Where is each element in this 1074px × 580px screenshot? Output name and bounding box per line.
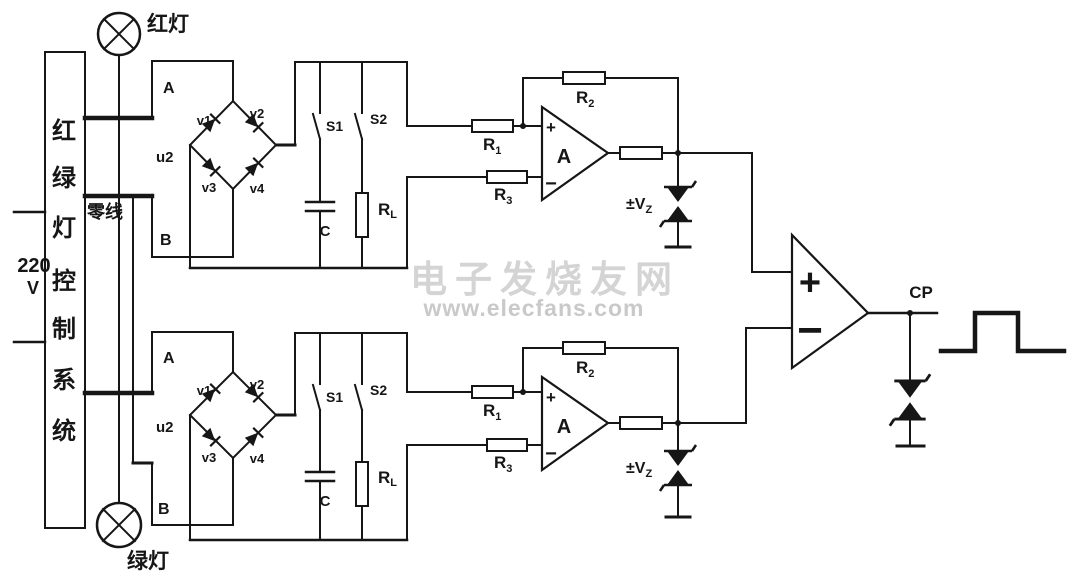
opamp-label: A <box>557 416 571 438</box>
opamp-minus-label: − <box>545 173 557 195</box>
resistor-r2-top: R2 <box>522 71 679 154</box>
switch-s2-bottom: S2 <box>353 332 387 463</box>
switch-s2-label: S2 <box>370 382 387 398</box>
diode-v1-label: v1 <box>197 113 211 128</box>
controller-label-char: 制 <box>52 316 76 343</box>
zener-label: ±VZ <box>626 460 652 480</box>
neutral-label: 零线 <box>86 201 123 222</box>
switch-s1-label: S1 <box>326 389 343 405</box>
resistor-r3-label: R3 <box>494 185 512 207</box>
resistor-r3-label: R3 <box>494 453 512 475</box>
opamp-plus-label: + <box>546 118 556 137</box>
watermark-site-name: 电子发烧友网 <box>410 259 680 300</box>
zener-top: ±VZ <box>626 152 698 249</box>
bridge-rectifier-bottom: v1 v2 v3 v4 u2 <box>156 370 278 466</box>
bridge-label: u2 <box>156 419 174 436</box>
resistor-r3-bottom: R3 <box>406 438 543 541</box>
mains-terminals: 220 V <box>12 210 51 344</box>
switch-s1-bottom: S1 <box>311 332 343 473</box>
zener-bottom: ±VZ <box>626 422 698 519</box>
controller-label-char: 灯 <box>52 215 76 242</box>
terminal-b-label: B <box>158 501 170 518</box>
wire-to-comparator-minus <box>745 327 793 424</box>
zener-label: ±VZ <box>626 196 652 216</box>
resistor-r2-label: R2 <box>576 358 594 380</box>
load-resistor-label: RL <box>378 200 397 221</box>
switch-s1-label: S1 <box>326 118 343 134</box>
comparator-plus-symbol: + <box>799 262 821 304</box>
terminal-b-label: B <box>160 232 172 249</box>
diode-v2-label: v2 <box>250 377 264 392</box>
capacitor-c-label: C <box>320 493 331 510</box>
opamp-bottom: + − A <box>540 374 610 473</box>
resistor-r1-top: R1 <box>406 61 543 157</box>
switch-s2-top: S2 <box>353 61 387 194</box>
resistor-r1-bottom: R1 <box>406 332 543 423</box>
zener-icon <box>658 179 698 229</box>
red-lamp-icon: 红灯 <box>96 11 189 57</box>
opamp-minus-label: − <box>545 443 557 465</box>
terminal-a-label: A <box>163 350 175 367</box>
channel-bottom: A B v1 v2 v3 v4 u2 S1 <box>82 327 793 542</box>
voltage-unit-label: V <box>27 278 39 298</box>
diode-v2-label: v2 <box>250 106 264 121</box>
resistor-r3-top: R3 <box>406 170 543 269</box>
bridge-label: u2 <box>156 149 174 166</box>
watermark-site-url: www.elecfans.com <box>423 295 645 321</box>
channel-top: A B v1 v2 v3 v4 u2 S1 <box>82 60 793 273</box>
output-resistor-top <box>607 146 753 160</box>
diode-v3-label: v3 <box>202 450 216 465</box>
controller-box-outline <box>44 51 86 529</box>
green-lamp-label: 绿灯 <box>127 549 169 573</box>
resistor-r1-label: R1 <box>483 135 501 157</box>
resistor-r2-bottom: R2 <box>522 341 679 424</box>
green-lamp-icon: 绿灯 <box>95 501 169 573</box>
diode-v3-label: v3 <box>202 180 216 195</box>
comparator-triangle <box>790 232 870 371</box>
opamp-label: A <box>557 146 571 168</box>
watermark: 电子发烧友网 www.elecfans.com <box>410 259 680 321</box>
terminal-a-label: A <box>163 80 175 97</box>
zener-icon <box>888 372 932 428</box>
diode-v4-label: v4 <box>250 451 265 466</box>
comparator: + − CP <box>790 232 939 448</box>
opamp-plus-label: + <box>546 388 556 407</box>
neutral-line: 零线 <box>82 193 155 464</box>
output-zener <box>888 312 932 448</box>
resistor-r1-label: R1 <box>483 401 501 423</box>
diode-v1-label: v1 <box>197 383 211 398</box>
opamp-top: + − A <box>540 104 610 203</box>
controller-label-char: 绿 <box>52 164 77 192</box>
capacitor-c-bottom: C <box>304 470 336 541</box>
wire-to-comparator-plus <box>751 152 793 273</box>
switch-s1-top: S1 <box>311 61 343 203</box>
zener-icon <box>658 443 698 493</box>
controller-box: 红 绿 灯 控 制 系 统 <box>44 51 86 529</box>
capacitor-c-top: C <box>304 200 336 269</box>
capacitor-c-label: C <box>320 223 331 240</box>
controller-label-char: 系 <box>52 367 76 394</box>
bridge-rectifier-top: v1 v2 v3 v4 u2 <box>156 99 278 196</box>
red-lamp-label: 红灯 <box>147 12 189 36</box>
diode-v4-label: v4 <box>250 181 265 196</box>
voltage-label: 220 <box>17 255 50 277</box>
comparator-minus-symbol: − <box>797 306 823 355</box>
load-resistor-top: RL <box>355 192 397 269</box>
controller-label-char: 红 <box>52 117 76 145</box>
load-resistor-label: RL <box>378 468 397 489</box>
switch-s2-label: S2 <box>370 111 387 127</box>
controller-label-char: 统 <box>52 417 76 445</box>
load-resistor-bottom: RL <box>355 461 397 541</box>
output-cp-label: CP <box>909 283 933 302</box>
controller-label-char: 控 <box>52 267 76 295</box>
square-wave-icon <box>938 310 1067 354</box>
resistor-r2-label: R2 <box>576 88 594 110</box>
